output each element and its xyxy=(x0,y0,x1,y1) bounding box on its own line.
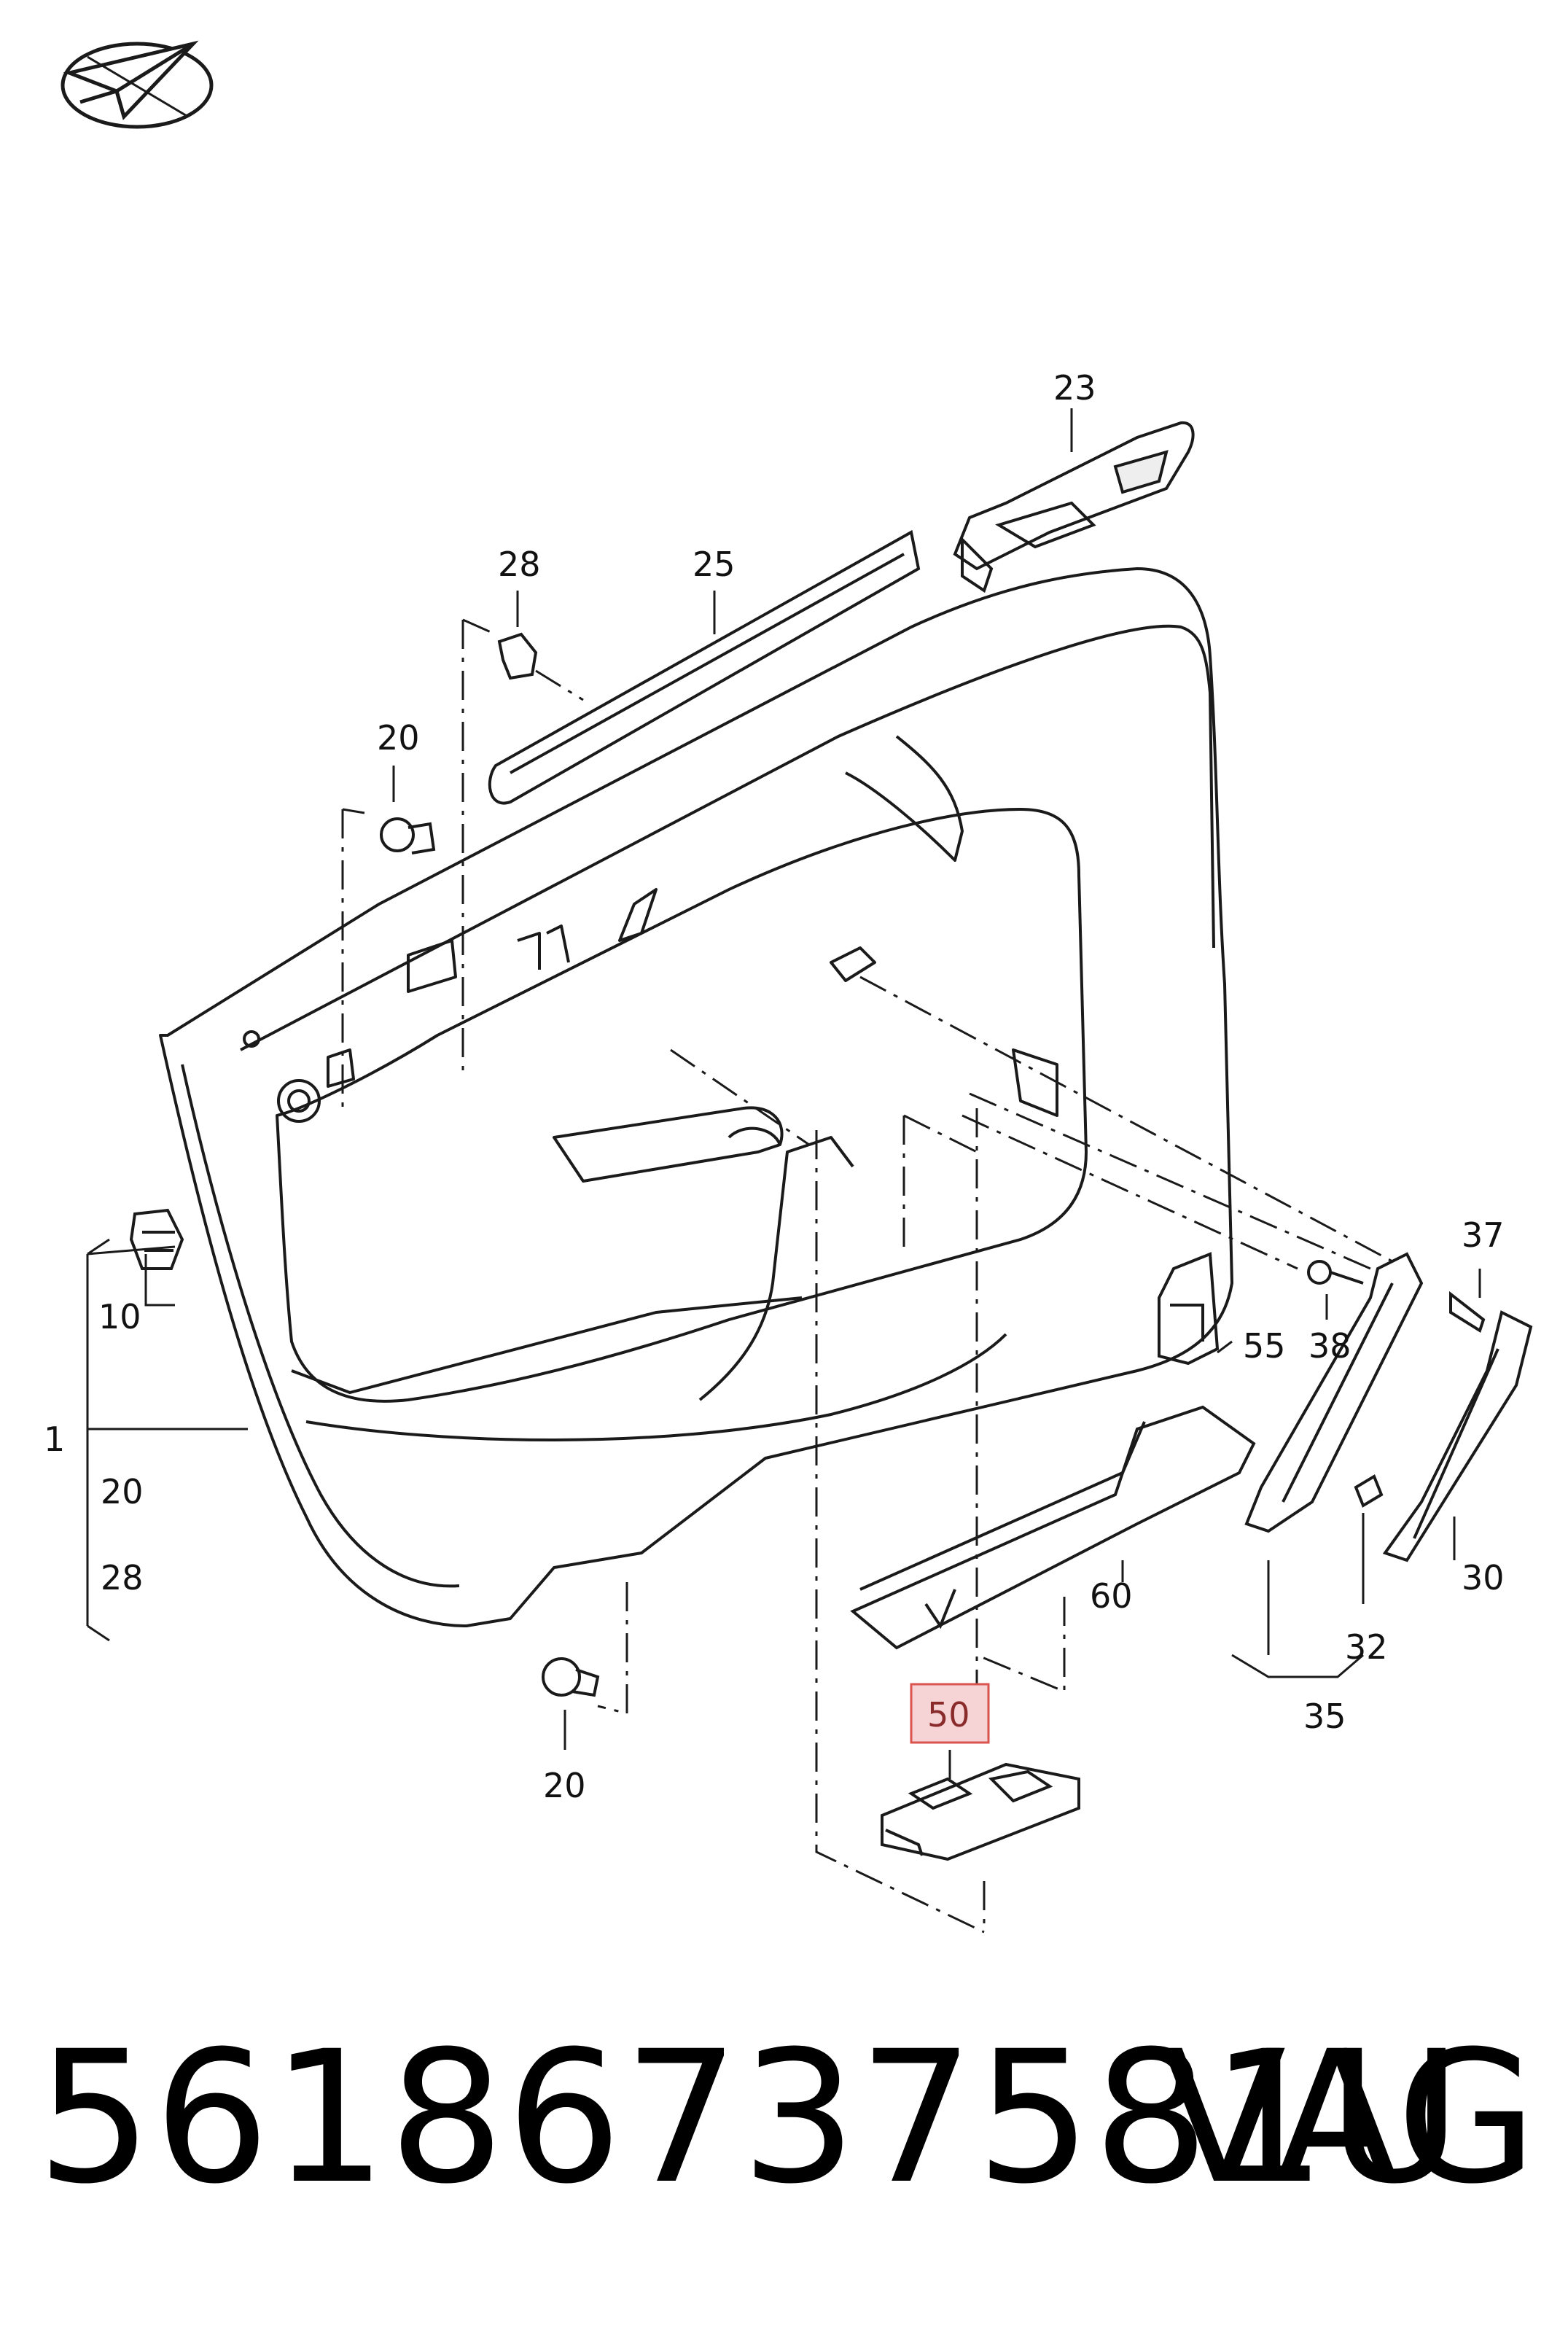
interior-door-handle xyxy=(953,421,1195,593)
leader-lines xyxy=(86,408,1481,1779)
assembly-guide-lines xyxy=(341,618,1393,1934)
callout-30: 30 xyxy=(1462,1558,1505,1597)
callout-32: 32 xyxy=(1345,1627,1388,1667)
callout-60: 60 xyxy=(1090,1576,1133,1616)
callout-55: 55 xyxy=(1243,1326,1286,1366)
part-number: 56186737581U xyxy=(36,2012,1463,2224)
callout-23: 23 xyxy=(1053,368,1096,408)
clip-10 xyxy=(129,1208,184,1270)
callout-37: 37 xyxy=(1462,1215,1505,1255)
screw-37 xyxy=(1449,1290,1486,1334)
callout-38: 38 xyxy=(1308,1326,1351,1366)
callout-25: 25 xyxy=(693,545,736,584)
push-rivet-20-bottom xyxy=(542,1657,600,1697)
trim-cover-30 xyxy=(1382,1310,1533,1562)
door-pull-handle xyxy=(1158,1252,1220,1366)
callout-20-top: 20 xyxy=(377,718,420,758)
window-switch-bezel xyxy=(881,1762,1080,1861)
trim-strip xyxy=(488,529,921,805)
callout-28-mid: 28 xyxy=(101,1558,144,1597)
highlight-box-50 xyxy=(910,1683,990,1744)
callout-20-bottom: 20 xyxy=(543,1766,586,1805)
push-rivet-20-top xyxy=(380,817,436,854)
door-trim-panel xyxy=(159,567,1233,1627)
paper-plane-logo-icon xyxy=(61,40,214,129)
callout-35: 35 xyxy=(1303,1697,1346,1736)
clip-32 xyxy=(1354,1474,1384,1508)
callout-28-top: 28 xyxy=(498,545,541,584)
clip-28 xyxy=(497,632,538,680)
callout-1: 1 xyxy=(44,1420,65,1459)
callout-20-mid: 20 xyxy=(101,1472,144,1511)
screw-38 xyxy=(1307,1260,1364,1285)
callout-50: 50 xyxy=(927,1695,970,1735)
armrest-pad xyxy=(850,1405,1256,1650)
grab-handle-carrier xyxy=(1244,1252,1424,1533)
brand-label: VAG xyxy=(1161,2012,1537,2224)
callout-10: 10 xyxy=(98,1297,141,1336)
